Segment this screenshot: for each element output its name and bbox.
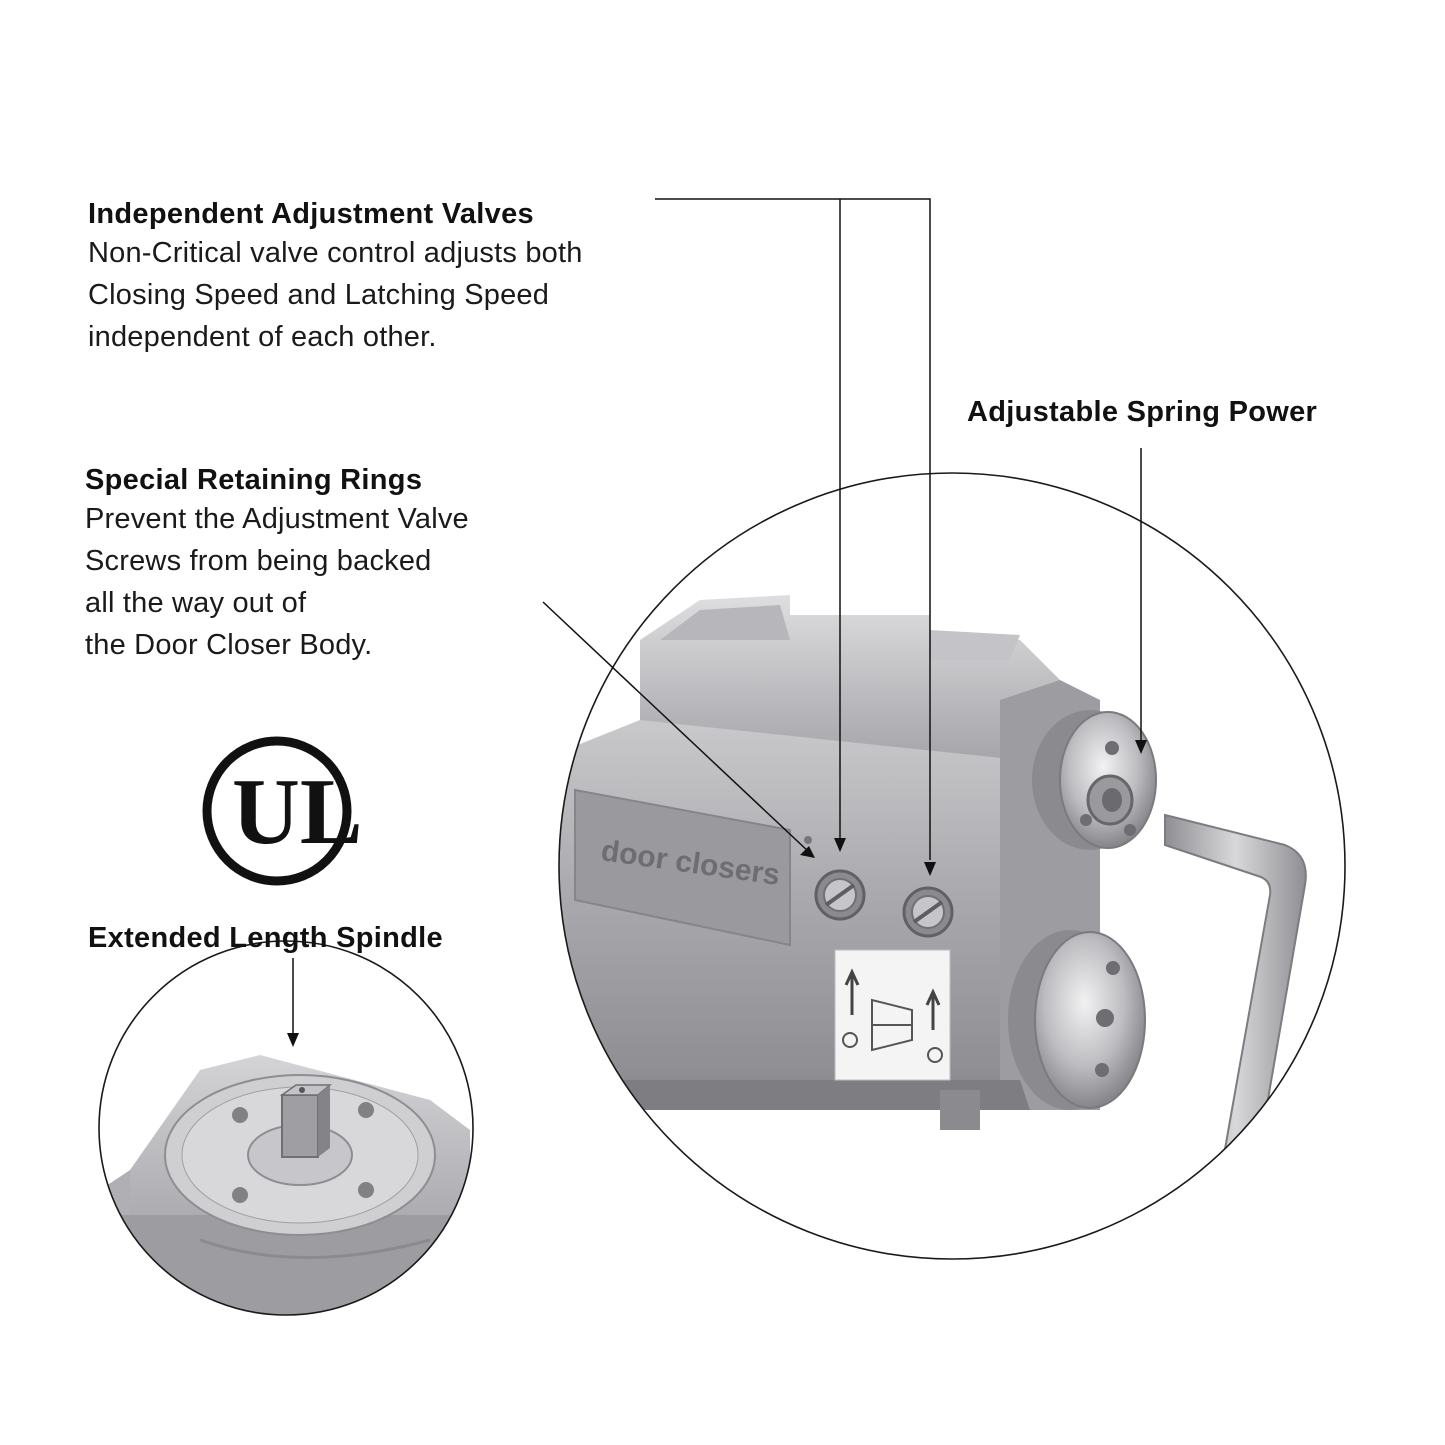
callout-text-line: all the way out of: [85, 587, 307, 619]
valve-leader-line-right: [655, 198, 931, 860]
registered-mark: ®: [310, 825, 319, 839]
arrowhead-icon: [800, 846, 815, 858]
callout-title: Extended Length Spindle: [88, 922, 443, 954]
spindle-detail-circle: [98, 940, 474, 1316]
closing-speed-valve-screw: [814, 869, 866, 921]
spindle-detail-image: [98, 940, 474, 1316]
ul-logo: UL ®: [202, 736, 363, 886]
latching-speed-valve-screw: [902, 886, 954, 938]
callout-title: Special Retaining Rings: [85, 464, 423, 496]
ul-logo-text: UL: [232, 760, 363, 864]
leader-lines: [292, 198, 1142, 1038]
spring-adjustment-cap: [1032, 710, 1157, 850]
callout-spindle: Extended Length Spindle: [88, 920, 548, 956]
callout-title: Adjustable Spring Power: [967, 396, 1318, 428]
rings-leader-line: [542, 601, 811, 854]
arrowhead-icon: [287, 1033, 299, 1047]
arrowhead-icon: [1135, 740, 1147, 754]
arrowhead-icon: [834, 838, 846, 852]
callout-text-line: Non-Critical valve control adjusts both: [88, 237, 583, 269]
door-closer-image: door closers: [558, 472, 1346, 1260]
callout-spring-power: Adjustable Spring Power: [967, 394, 1427, 430]
callout-text-line: independent of each other.: [88, 321, 437, 353]
leader-arrowheads: [287, 740, 1147, 1047]
callout-text-line: Prevent the Adjustment Valve: [85, 503, 469, 535]
callout-text-line: the Door Closer Body.: [85, 629, 373, 661]
adjustment-instruction-label: [834, 949, 951, 1081]
callout-title: Independent Adjustment Valves: [88, 198, 534, 230]
callout-text-line: Closing Speed and Latching Speed: [88, 279, 550, 311]
callout-adjustment-valves: Independent Adjustment Valves Non-Critic…: [88, 196, 708, 358]
callout-retaining-rings: Special Retaining Rings Prevent the Adju…: [85, 462, 585, 666]
main-detail-circle: [558, 472, 1346, 1260]
arrowhead-icon: [924, 862, 936, 876]
spindle: [279, 1084, 333, 1158]
hex-key-wrench: [1164, 813, 1307, 1259]
callout-text-line: Screws from being backed: [85, 545, 432, 577]
lower-end-cap: [1008, 930, 1146, 1110]
